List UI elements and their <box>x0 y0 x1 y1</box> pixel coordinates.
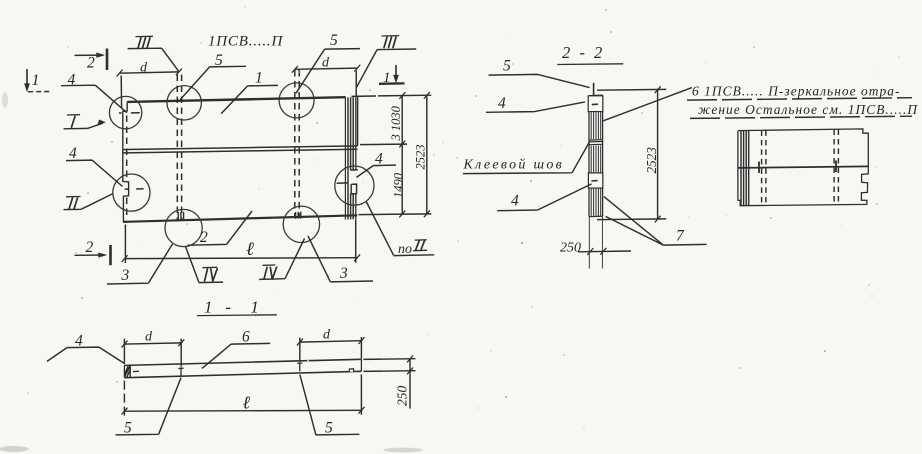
svg-text:Клеевой шов: Клеевой шов <box>463 158 565 173</box>
svg-text:5: 5 <box>325 420 333 437</box>
svg-text:4: 4 <box>75 333 83 350</box>
svg-text:2523: 2523 <box>644 147 659 174</box>
svg-text:d: d <box>323 328 331 343</box>
svg-text:2: 2 <box>87 54 95 71</box>
svg-text:5: 5 <box>124 420 132 437</box>
svg-text:2: 2 <box>86 239 94 256</box>
svg-text:3: 3 <box>339 265 348 282</box>
svg-text:1 - 1: 1 - 1 <box>204 298 261 317</box>
svg-text:7: 7 <box>676 228 685 245</box>
svg-text:1: 1 <box>383 70 391 86</box>
svg-text:6 1ПСВ..... П-зеркальное отра-: 6 1ПСВ..... П-зеркальное отра- <box>692 84 901 99</box>
svg-text:3 1030: 3 1030 <box>389 105 403 141</box>
svg-text:6: 6 <box>242 329 250 346</box>
svg-text:1: 1 <box>32 72 40 89</box>
svg-text:1490: 1490 <box>392 172 406 198</box>
svg-text:5: 5 <box>215 52 223 69</box>
svg-text:4: 4 <box>68 71 76 88</box>
svg-text:5: 5 <box>330 32 338 49</box>
svg-text:по: по <box>398 242 412 257</box>
svg-text:ℓ: ℓ <box>246 239 254 260</box>
svg-text:1: 1 <box>255 70 263 87</box>
svg-text:250: 250 <box>395 386 410 407</box>
svg-text:1ПСВ.....П: 1ПСВ.....П <box>208 34 283 50</box>
svg-text:2: 2 <box>200 229 208 246</box>
svg-text:250: 250 <box>560 241 581 256</box>
svg-text:4: 4 <box>69 145 77 162</box>
svg-text:3: 3 <box>121 267 130 284</box>
svg-text:ℓ: ℓ <box>243 393 251 413</box>
svg-text:5: 5 <box>503 58 511 75</box>
svg-text:d: d <box>140 61 148 76</box>
svg-text:4: 4 <box>498 95 506 112</box>
svg-text:d: d <box>322 56 330 71</box>
svg-text:4: 4 <box>511 193 519 210</box>
svg-text:жение Остальное см. 1ПСВ.....П: жение Остальное см. 1ПСВ.....П <box>698 102 918 117</box>
svg-text:d: d <box>145 330 153 345</box>
svg-text:4: 4 <box>375 151 383 168</box>
svg-text:2523: 2523 <box>414 145 428 170</box>
svg-text:2 - 2: 2 - 2 <box>562 43 605 62</box>
